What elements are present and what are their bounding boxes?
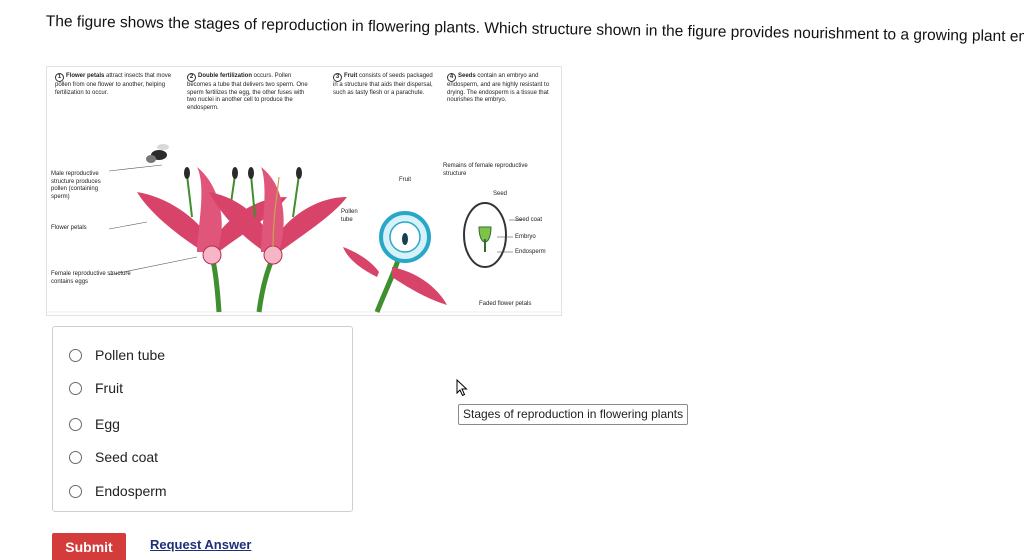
option-egg[interactable]: Egg (69, 413, 120, 435)
label-male-structure: Male reproductive structure produces pol… (51, 171, 117, 201)
question-text: The figure shows the stages of reproduct… (46, 12, 1006, 47)
option-seed-coat[interactable]: Seed coat (69, 446, 158, 468)
label-remains: Remains of female reproductive structure (443, 163, 533, 178)
option-endosperm[interactable]: Endosperm (69, 480, 167, 502)
label-seed-coat: Seed coat (515, 217, 542, 225)
radio-button[interactable] (69, 349, 82, 362)
radio-button[interactable] (69, 382, 82, 395)
label-endosperm: Endosperm (515, 249, 546, 257)
label-female-structure: Female reproductive structure contains e… (51, 271, 143, 286)
label-embryo: Embryo (515, 234, 536, 242)
label-faded-petals: Faded flower petals (479, 301, 531, 309)
radio-button[interactable] (69, 451, 82, 464)
request-answer-link[interactable]: Request Answer (150, 537, 251, 552)
label-seed: Seed (493, 191, 507, 199)
submit-button[interactable]: Submit (52, 533, 126, 560)
label-flower-petals: Flower petals (51, 225, 87, 233)
answer-options: Pollen tube Fruit Egg Seed coat Endosper… (52, 326, 353, 512)
option-pollen-tube[interactable]: Pollen tube (69, 344, 165, 366)
bee-icon (146, 144, 169, 163)
radio-button[interactable] (69, 485, 82, 498)
label-pollen-tube: Pollen tube (341, 209, 363, 224)
label-fruit: Fruit (399, 177, 411, 185)
mouse-cursor-icon (456, 379, 468, 402)
radio-button[interactable] (69, 418, 82, 431)
option-fruit[interactable]: Fruit (69, 377, 123, 399)
figure-tooltip: Stages of reproduction in flowering plan… (458, 404, 688, 425)
